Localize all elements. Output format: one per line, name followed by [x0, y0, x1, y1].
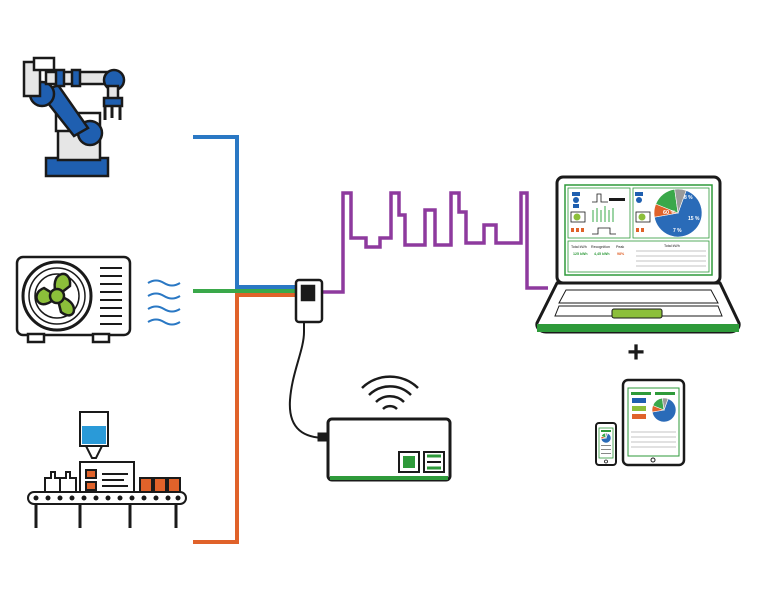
tablet-pie-slice-0 — [651, 398, 677, 423]
pie-label-3: 7 % — [673, 228, 682, 234]
kpi-value-2: 98% — [617, 252, 625, 256]
laptop-pie-slice-0 — [654, 190, 703, 238]
airflow-lines — [147, 279, 181, 326]
connection-lines — [193, 135, 548, 544]
table-title: Total kWh — [664, 244, 680, 248]
wifi-signal-icon — [361, 375, 419, 410]
mini-step-chart — [592, 227, 616, 235]
production-line-icon — [27, 411, 187, 528]
phone-icon — [595, 422, 617, 466]
tablet-icon — [621, 378, 686, 467]
mini-production-icon — [571, 228, 644, 232]
wifi-gateway-icon — [317, 417, 452, 482]
mini-signal-label — [609, 198, 625, 201]
dashboard-panel-bottom — [567, 240, 710, 273]
kpi-value-1: 4,45 kWh — [594, 252, 610, 256]
mini-ac-icon — [570, 211, 651, 223]
energy-sensor-icon — [288, 278, 327, 439]
purple-signal-line — [322, 191, 548, 294]
mini-green-spikes — [592, 206, 614, 222]
phone-pie-slice-3 — [604, 432, 609, 439]
mini-table-rows — [636, 250, 706, 267]
mini-robot-icon — [572, 192, 643, 208]
kpi-label-0: Total kWh — [571, 245, 587, 249]
pie-label-2: 15 % — [688, 216, 700, 222]
blue-line — [193, 135, 300, 289]
air-conditioner-icon — [15, 255, 132, 344]
laptop-pie-slice-3 — [674, 188, 687, 214]
pie-label-0: 60 % — [663, 210, 676, 216]
robot-arm-icon — [22, 56, 126, 178]
phone-pie-chart — [600, 432, 612, 444]
tablet-pie-chart — [651, 397, 677, 423]
laptop-screen-content: 60 % 8 % 15 % 7 % Total kWh 125 kWh Reco… — [567, 187, 710, 273]
kpi-label-2: Peak — [616, 245, 624, 249]
pie-label-1: 8 % — [684, 195, 693, 201]
orange-line — [193, 293, 300, 544]
laptop-pie-chart — [653, 188, 703, 238]
mini-signal-chart — [592, 193, 608, 203]
kpi-label-1: Recognition — [591, 245, 610, 249]
tablet-pie-slice-3 — [662, 397, 669, 411]
plus-icon: + — [627, 336, 645, 369]
kpi-value-0: 125 kWh — [573, 252, 588, 256]
